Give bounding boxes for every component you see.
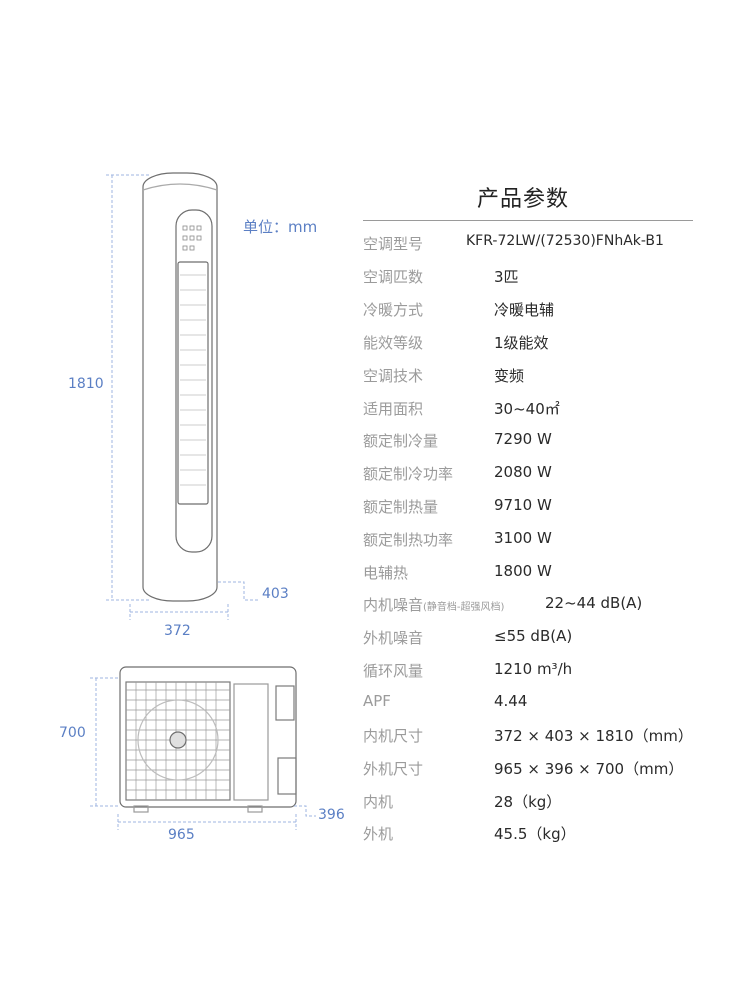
spec-label: 额定制冷量: [363, 432, 439, 450]
spec-label: 额定制热功率: [363, 531, 454, 549]
spec-value: 45.5（kg）: [494, 825, 576, 843]
indoor-unit-illustration: [142, 172, 218, 602]
spec-value: 冷暖电辅: [494, 301, 555, 319]
spec-label: 内机尺寸: [363, 727, 424, 745]
spec-label: 空调匹数: [363, 268, 424, 286]
spec-row-efficiency: 能效等级 1级能效: [363, 332, 743, 358]
spec-label: 适用面积: [363, 400, 424, 418]
spec-label: 冷暖方式: [363, 301, 424, 319]
spec-row-cooling-capacity: 额定制冷量 7290 W: [363, 430, 743, 456]
spec-row-indoor-noise: 内机噪音(静音档-超强风档) 22~44 dB(A): [363, 594, 743, 620]
spec-label: 能效等级: [363, 334, 424, 352]
title-divider: [363, 220, 693, 221]
spec-label: 额定制热量: [363, 498, 439, 516]
spec-row-technology: 空调技术 变频: [363, 365, 743, 391]
page-title: 产品参数: [477, 187, 570, 212]
indoor-dimension-lines: [106, 174, 258, 620]
spec-row-area: 适用面积 30~40㎡: [363, 398, 743, 424]
spec-value: 3100 W: [494, 529, 552, 547]
spec-value: 2080 W: [494, 463, 552, 481]
spec-row-outdoor-size: 外机尺寸 965 × 396 × 700（mm）: [363, 758, 743, 784]
outdoor-height-label: 700: [59, 725, 86, 741]
spec-row-horsepower: 空调匹数 3匹: [363, 266, 743, 292]
spec-row-airflow: 循环风量 1210 m³/h: [363, 660, 743, 686]
spec-label: APF: [363, 692, 391, 710]
spec-row-mode: 冷暖方式 冷暖电辅: [363, 299, 743, 325]
spec-label-note: (静音档-超强风档): [423, 602, 505, 613]
outdoor-unit-illustration: [119, 666, 297, 813]
spec-value: 22~44 dB(A): [545, 594, 643, 612]
spec-row-indoor-size: 内机尺寸 372 × 403 × 1810（mm）: [363, 725, 743, 751]
spec-label: 内机: [363, 793, 394, 811]
spec-value: 30~40㎡: [494, 400, 560, 418]
outdoor-depth-label: 396: [318, 807, 345, 823]
spec-label: 外机尺寸: [363, 760, 424, 778]
spec-label: 空调型号: [363, 235, 424, 253]
spec-label-main: 内机噪音: [363, 596, 424, 614]
indoor-depth-label: 403: [262, 586, 289, 602]
unit-label: 单位：mm: [243, 218, 318, 236]
spec-row-apf: APF 4.44: [363, 692, 743, 718]
spec-value: 965 × 396 × 700（mm）: [494, 760, 684, 778]
spec-value: ≤55 dB(A): [494, 627, 573, 645]
spec-row-aux-heating: 电辅热 1800 W: [363, 562, 743, 588]
spec-value: 1800 W: [494, 562, 552, 580]
spec-label: 外机: [363, 825, 394, 843]
spec-value: 1级能效: [494, 334, 549, 352]
spec-row-outdoor-noise: 外机噪音 ≤55 dB(A): [363, 627, 743, 653]
outdoor-width-label: 965: [168, 827, 195, 843]
spec-value: 3匹: [494, 268, 519, 286]
spec-label: 循环风量: [363, 662, 424, 680]
spec-label: 额定制冷功率: [363, 465, 454, 483]
spec-row-model: 空调型号 KFR-72LW/(72530)FNhAk-B1: [363, 233, 743, 259]
spec-label: 内机噪音(静音档-超强风档): [363, 594, 504, 615]
spec-label: 空调技术: [363, 367, 424, 385]
spec-row-outdoor-weight: 外机 45.5（kg）: [363, 823, 743, 849]
spec-row-indoor-weight: 内机 28（kg）: [363, 791, 743, 817]
spec-value: 28（kg）: [494, 793, 562, 811]
spec-row-cooling-power: 额定制冷功率 2080 W: [363, 463, 743, 489]
spec-label: 电辅热: [363, 564, 409, 582]
spec-row-heating-capacity: 额定制热量 9710 W: [363, 496, 743, 522]
spec-value: 372 × 403 × 1810（mm）: [494, 727, 693, 745]
outdoor-dimension-lines: [90, 677, 316, 830]
spec-row-heating-power: 额定制热功率 3100 W: [363, 529, 743, 555]
spec-value: 变频: [494, 367, 525, 385]
spec-value: 9710 W: [494, 496, 552, 514]
spec-label: 外机噪音: [363, 629, 424, 647]
indoor-height-label: 1810: [68, 376, 104, 392]
spec-value: 1210 m³/h: [494, 660, 573, 678]
indoor-width-label: 372: [164, 623, 191, 639]
spec-value: 7290 W: [494, 430, 552, 448]
spec-value: KFR-72LW/(72530)FNhAk-B1: [466, 233, 664, 249]
spec-value: 4.44: [494, 692, 528, 710]
